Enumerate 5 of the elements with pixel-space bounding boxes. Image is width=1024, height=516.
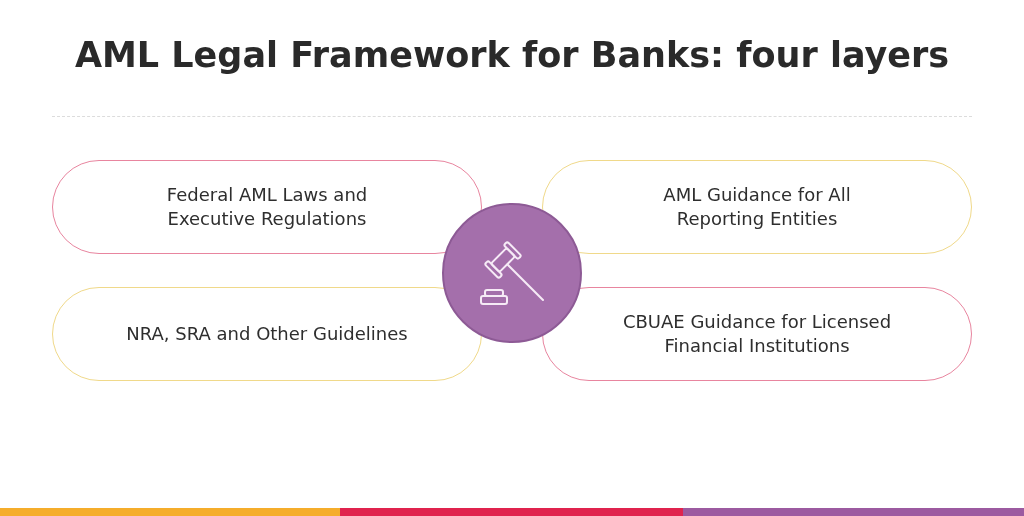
title: AML Legal Framework for Banks: four layers bbox=[73, 34, 951, 77]
layer-text: NRA, SRA and Other Guidelines bbox=[126, 322, 408, 346]
layer-text: AML Guidance for All Reporting Entities bbox=[662, 183, 852, 231]
layer-text: Federal AML Laws and Executive Regulations bbox=[165, 183, 369, 231]
layer-text: CBUAE Guidance for Licensed Financial Institutions bbox=[621, 310, 893, 358]
